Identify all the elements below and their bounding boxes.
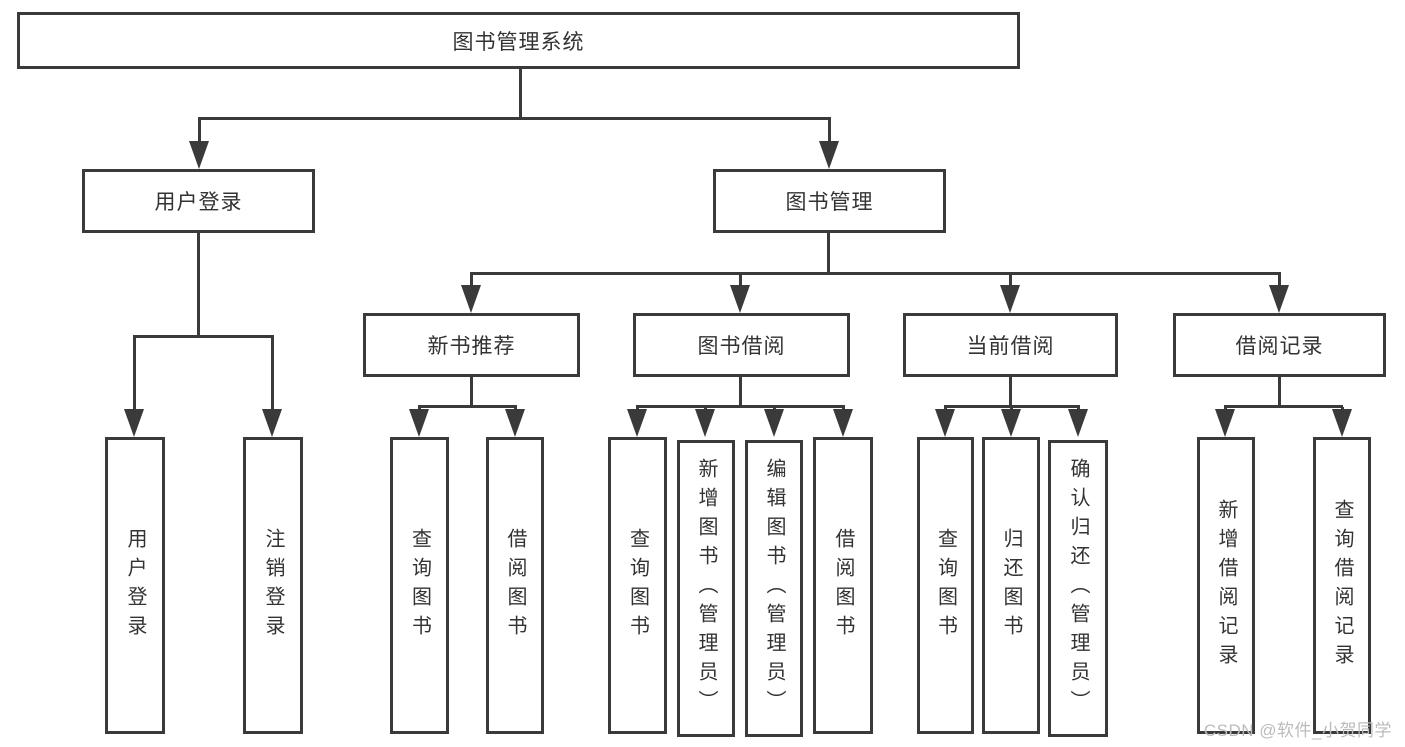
arrowhead-book-management-icon xyxy=(819,141,839,169)
connector-current-borrow-split xyxy=(944,405,1080,408)
leaf-cb-return-books: 归还图书 xyxy=(982,437,1040,734)
arrowhead-new-book-icon xyxy=(461,285,481,313)
node-current-borrow: 当前借阅 xyxy=(903,313,1118,377)
leaf-bb-query-books: 查询图书 xyxy=(608,437,667,734)
arrowhead-br-add-icon xyxy=(1215,409,1235,437)
leaf-logout-login: 注销登录 xyxy=(243,437,303,734)
connector-drop-borrow-records xyxy=(1278,274,1281,288)
leaf-user-login: 用户登录 xyxy=(105,437,165,734)
connector-root-split xyxy=(198,117,831,120)
leaf-br-add-record: 新增借阅记录 xyxy=(1197,437,1255,734)
connector-current-borrow-stem xyxy=(1009,377,1012,405)
connector-borrow-records-stem xyxy=(1278,377,1281,405)
connector-new-book-stem xyxy=(470,377,473,405)
connector-drop-new-book xyxy=(470,274,473,288)
arrowhead-bb-edit-icon xyxy=(764,409,784,437)
arrowhead-bb-borrow-icon xyxy=(833,409,853,437)
node-new-book-recommend: 新书推荐 xyxy=(363,313,580,377)
connector-book-borrow-stem xyxy=(739,377,742,405)
leaf-cb-confirm-return-admin: 确认归还（管理员） xyxy=(1048,440,1108,737)
arrowhead-cb-return-icon xyxy=(1001,409,1021,437)
leaf-bb-borrow-books: 借阅图书 xyxy=(813,437,873,734)
node-book-management: 图书管理 xyxy=(713,169,946,233)
node-root-library-management-system: 图书管理系统 xyxy=(17,12,1020,69)
arrowhead-bb-query-icon xyxy=(627,409,647,437)
arrowhead-nb-borrow-icon xyxy=(505,409,525,437)
connector-book-borrow-split xyxy=(636,405,845,408)
arrowhead-current-borrow-icon xyxy=(1000,285,1020,313)
arrowhead-borrow-records-icon xyxy=(1269,285,1289,313)
connector-drop-book-borrow xyxy=(739,274,742,288)
leaf-cb-query-books: 查询图书 xyxy=(917,437,974,734)
leaf-bb-add-books-admin: 新增图书（管理员） xyxy=(677,440,735,737)
connector-drop-leaf-logout xyxy=(271,337,274,411)
arrowhead-br-query-icon xyxy=(1332,409,1352,437)
arrowhead-cb-confirm-icon xyxy=(1068,409,1088,437)
node-borrow-records: 借阅记录 xyxy=(1173,313,1386,377)
connector-new-book-split xyxy=(418,405,517,408)
leaf-nb-borrow-books: 借阅图书 xyxy=(486,437,544,734)
arrowhead-nb-query-icon xyxy=(409,409,429,437)
connector-drop-book-management xyxy=(828,119,831,145)
arrowhead-bb-add-icon xyxy=(695,409,715,437)
leaf-bb-edit-books-admin: 编辑图书（管理员） xyxy=(745,440,803,737)
arrowhead-leaf-logout-icon xyxy=(262,409,282,437)
connector-drop-leaf-user-login xyxy=(133,337,136,411)
connector-book-management-split xyxy=(470,272,1281,275)
node-book-borrow: 图书借阅 xyxy=(633,313,850,377)
arrowhead-leaf-user-login-icon xyxy=(124,409,144,437)
connector-book-management-stem xyxy=(827,233,830,272)
connector-borrow-records-split xyxy=(1224,405,1343,408)
leaf-nb-query-books: 查询图书 xyxy=(390,437,449,734)
connector-drop-user-login xyxy=(198,119,201,145)
leaf-br-query-record: 查询借阅记录 xyxy=(1313,437,1371,734)
node-user-login: 用户登录 xyxy=(82,169,315,233)
arrowhead-cb-query-icon xyxy=(935,409,955,437)
connector-root-stem xyxy=(519,69,522,117)
arrowhead-user-login-icon xyxy=(189,141,209,169)
connector-user-login-stem xyxy=(197,233,200,335)
connector-user-login-split xyxy=(133,335,274,338)
arrowhead-book-borrow-icon xyxy=(730,285,750,313)
connector-drop-current-borrow xyxy=(1009,274,1012,288)
